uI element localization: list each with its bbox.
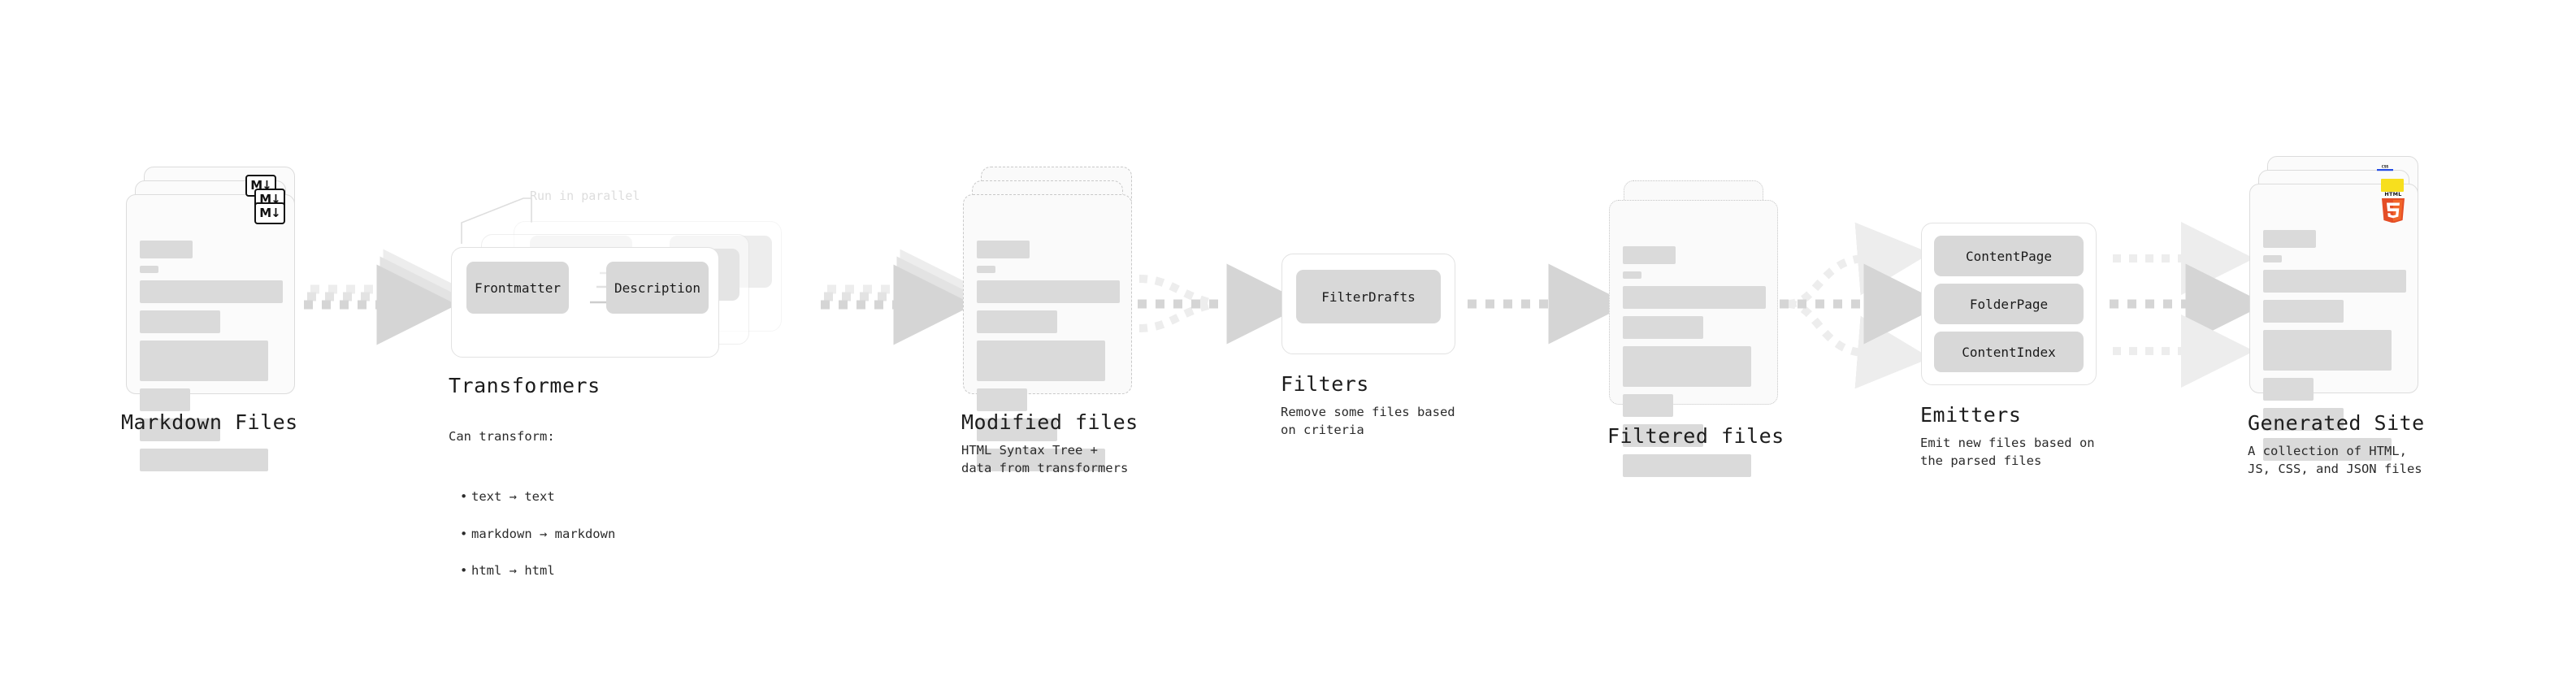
- markdown-file-stack: M↓ M↓ M↓: [126, 167, 295, 471]
- content-line: [1623, 286, 1766, 309]
- chip-frontmatter[interactable]: Frontmatter: [466, 262, 569, 314]
- content-line: [1623, 394, 1673, 417]
- content-line: [2263, 270, 2406, 293]
- content-line: [140, 280, 283, 303]
- stage-subtitle-emitters: Emit new files based on the parsed files: [1920, 436, 2095, 469]
- stage-generated-site: CSS HTML Generated Site A collection of …: [2248, 156, 2424, 476]
- markdown-badge: M↓: [254, 202, 285, 224]
- file-sheet-front: [1609, 200, 1778, 477]
- content-line: [2263, 255, 2282, 262]
- content-line: [140, 310, 220, 333]
- html5-badge: HTML: [2382, 191, 2405, 223]
- stage-subtitle-transformers: Can transform: text → text markdown → ma…: [449, 410, 692, 618]
- content-line: [977, 280, 1120, 303]
- content-line: [977, 310, 1057, 333]
- stage-title-modified-files: Modified files: [961, 410, 1138, 434]
- chip-contentindex[interactable]: ContentIndex: [1934, 332, 2084, 372]
- file-content-lines: [977, 241, 1120, 479]
- stage-subtitle-filters: Remove some files based on criteria: [1281, 405, 1455, 438]
- stage-markdown-files: M↓ M↓ M↓ Markdown Files: [121, 167, 297, 471]
- content-line: [977, 388, 1027, 411]
- content-line: [977, 419, 1057, 441]
- stage-title-filtered-files: Filtered files: [1607, 424, 1785, 448]
- content-line: [140, 340, 269, 381]
- stage-subtitle-generated-site: A collection of HTML, JS, CSS, and JSON …: [2248, 444, 2422, 477]
- file-sheet-front: [963, 194, 1132, 471]
- stage-title-markdown-files: Markdown Files: [121, 410, 298, 434]
- content-line: [1623, 424, 1703, 447]
- filtered-file-stack: [1609, 180, 1778, 477]
- content-line: [977, 340, 1106, 381]
- content-line: [2263, 438, 2392, 461]
- conn-filtered-to-emitters: [1780, 222, 1945, 389]
- content-line: [2263, 300, 2344, 323]
- content-line: [1623, 454, 1752, 477]
- run-in-parallel-label: Run in parallel: [530, 189, 640, 203]
- stage-title-filters: Filters: [1281, 372, 1369, 396]
- file-content-lines: [140, 241, 283, 479]
- generated-site-file-stack: CSS HTML: [2249, 156, 2418, 461]
- parallel-bracket-icon: [461, 197, 532, 244]
- content-line: [2263, 330, 2392, 371]
- content-line: [1623, 316, 1703, 339]
- content-line: [140, 241, 193, 258]
- modified-file-stack: [963, 167, 1132, 471]
- transformers-bullet: html → html: [460, 562, 692, 581]
- content-line: [2263, 408, 2344, 431]
- content-line: [1623, 246, 1676, 264]
- content-line: [1623, 346, 1752, 387]
- chip-description[interactable]: Description: [606, 262, 709, 314]
- content-line: [140, 419, 220, 441]
- stage-title-generated-site: Generated Site: [2248, 411, 2425, 435]
- stage-modified-files: Modified files HTML Syntax Tree + data f…: [961, 167, 1138, 475]
- stage-subtitle-modified-files: HTML Syntax Tree + data from transformer…: [961, 443, 1129, 476]
- conn-modified-to-filters: [1138, 263, 1308, 345]
- content-line: [1623, 271, 1641, 279]
- content-line: [2263, 230, 2317, 248]
- content-line: [140, 449, 269, 471]
- chip-filterdrafts[interactable]: FilterDrafts: [1296, 270, 1441, 323]
- file-content-lines: [1623, 246, 1766, 484]
- css3-badge: CSS: [2377, 164, 2393, 171]
- stage-title-emitters: Emitters: [1920, 403, 2022, 427]
- transformers-bullet: text → text: [460, 488, 692, 507]
- conn-md-to-transformers: [304, 249, 464, 345]
- conn-emitters-to-site: [2110, 222, 2266, 388]
- svg-text:HTML: HTML: [2384, 191, 2401, 197]
- content-line: [2263, 378, 2314, 401]
- content-line: [977, 449, 1106, 471]
- content-line: [977, 266, 995, 273]
- stage-filtered-files: Filtered files: [1607, 180, 1784, 477]
- content-line: [140, 266, 158, 273]
- transformers-bullet: markdown → markdown: [460, 525, 692, 544]
- file-sheet-front: [126, 194, 295, 471]
- conn-transformers-to-modified: [821, 249, 981, 345]
- js-badge: [2381, 179, 2404, 192]
- stage-title-transformers: Transformers: [449, 374, 601, 397]
- chip-folderpage[interactable]: FolderPage: [1934, 284, 2084, 324]
- transformers-subtitle-lead: Can transform:: [449, 429, 555, 445]
- chip-contentpage[interactable]: ContentPage: [1934, 236, 2084, 276]
- content-line: [140, 388, 190, 411]
- transformers-bullet-list: text → text markdown → markdown html → h…: [449, 469, 692, 599]
- file-content-lines: [2263, 230, 2406, 468]
- svg-text:CSS: CSS: [2382, 164, 2389, 168]
- content-line: [977, 241, 1030, 258]
